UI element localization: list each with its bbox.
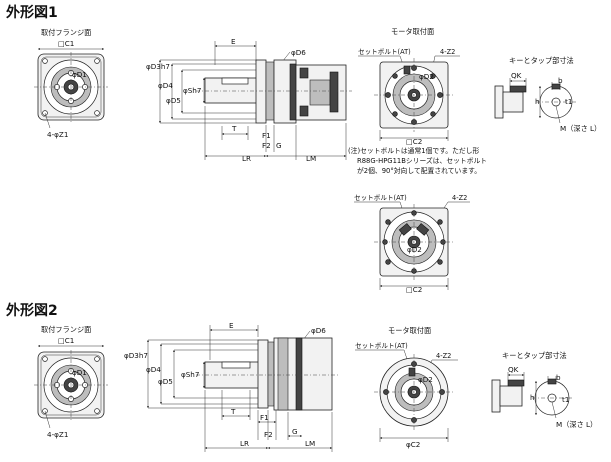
side-t-label: T bbox=[231, 124, 237, 133]
side2-d3h7-label: φD3h7 bbox=[124, 351, 148, 360]
key-t1-label: t1 bbox=[565, 97, 572, 106]
side-e-label: E bbox=[231, 37, 236, 46]
figure1-note: (注)セットボルトは通常1個です。ただし形 R88G-HPG11Bシリーズは、セ… bbox=[348, 146, 487, 175]
figure1-key-view: キーとタップ部寸法 QK b h t1 M（深さ L） bbox=[494, 56, 601, 133]
key2-b-label: b bbox=[556, 373, 561, 382]
figure1-motor-view: モータ取付面 セットボルト(AT) 4-Z2 φD2 □C2 bbox=[358, 27, 460, 146]
flange-z1-label: 4-φZ1 bbox=[47, 130, 68, 139]
motor-alt-c2-label: □C2 bbox=[406, 285, 422, 294]
figure1-motor-view-alt: セットボルト(AT) 4-Z2 φD2 □C2 bbox=[354, 194, 470, 294]
side2-sh7-label: φSh7 bbox=[181, 370, 199, 379]
motor-set-bolt-label: セットボルト(AT) bbox=[358, 48, 411, 56]
key-qk-label: QK bbox=[511, 71, 522, 80]
side-d6-label: φD6 bbox=[291, 48, 306, 57]
side2-g-label: G bbox=[292, 427, 298, 436]
side2-e-label: E bbox=[229, 321, 234, 330]
key-b-label: b bbox=[558, 76, 563, 85]
figure2-flange-view: 取付フランジ面 □C1 φD1 4-φZ1 bbox=[34, 325, 108, 439]
figure2-key-view: キーとタップ部寸法 QK b h t1 M（深さ L） bbox=[491, 351, 597, 429]
figure1-side-view: E φD6 φD3h7 φD4 φD5 φSh7 bbox=[146, 37, 352, 163]
side2-f1-label: F1 bbox=[260, 413, 269, 422]
key2-qk-label: QK bbox=[508, 365, 519, 374]
key-m-label: M（深さ L） bbox=[560, 124, 601, 133]
motor2-caption: モータ取付面 bbox=[388, 326, 431, 335]
motor-z2-label: 4-Z2 bbox=[440, 48, 455, 56]
figure1-flange-view: 取付フランジ面 □C1 φD1 4-φZ1 bbox=[34, 28, 108, 139]
figure2-title: 外形図2 bbox=[6, 302, 58, 319]
key2-t1-label: t1 bbox=[562, 395, 569, 404]
figure2-motor-view: モータ取付面 セットボルト(AT) 4-Z2 φD2 φC2 bbox=[355, 326, 458, 449]
side2-f2-label: F2 bbox=[264, 430, 273, 439]
side-f1-label: F1 bbox=[262, 131, 271, 140]
flange2-caption: 取付フランジ面 bbox=[41, 325, 91, 334]
motor2-c2-label: φC2 bbox=[406, 440, 420, 449]
side-f2-label: F2 bbox=[262, 141, 271, 150]
side-lm-label: LM bbox=[306, 154, 316, 163]
side-g-label: G bbox=[276, 141, 282, 150]
key2-h-label: h bbox=[530, 393, 535, 402]
motor-c2-label: □C2 bbox=[406, 137, 422, 146]
figure2-side-view: E φD6 φD3h7 φD4 φD5 φSh7 T bbox=[124, 321, 338, 452]
flange2-z1-label: 4-φZ1 bbox=[47, 430, 68, 439]
flange-d1-label: φD1 bbox=[72, 70, 87, 79]
side2-d4-label: φD4 bbox=[146, 365, 161, 374]
side-d5-label: φD5 bbox=[166, 96, 181, 105]
side2-lm-label: LM bbox=[305, 439, 315, 448]
side2-d5-label: φD5 bbox=[158, 377, 173, 386]
motor-caption: モータ取付面 bbox=[391, 27, 434, 36]
flange-c1-label: □C1 bbox=[58, 39, 74, 48]
side-lr-label: LR bbox=[242, 154, 251, 163]
figure1-title: 外形図1 bbox=[6, 4, 58, 21]
flange2-c1-label: □C1 bbox=[58, 336, 74, 345]
motor-alt-d2-label: φD2 bbox=[407, 245, 422, 254]
side2-lr-label: LR bbox=[240, 439, 249, 448]
key-caption: キーとタップ部寸法 bbox=[509, 56, 574, 65]
note-line-2: R88G-HPG11Bシリーズは、セットボルト bbox=[357, 156, 487, 165]
key-h-label: h bbox=[535, 97, 540, 106]
key2-m-label: M（深さ L） bbox=[556, 420, 597, 429]
side-sh7-label: φSh7 bbox=[183, 86, 201, 95]
motor-alt-set-bolt-label: セットボルト(AT) bbox=[354, 194, 407, 202]
note-line-3: が2個、90°対向して配置されています。 bbox=[357, 166, 481, 175]
side-d4-label: φD4 bbox=[158, 81, 173, 90]
motor2-z2-label: 4-Z2 bbox=[436, 352, 451, 360]
motor2-d2-label: φD2 bbox=[418, 375, 433, 384]
note-line-1: (注)セットボルトは通常1個です。ただし形 bbox=[348, 146, 479, 155]
key2-caption: キーとタップ部寸法 bbox=[502, 351, 567, 360]
side-d3h7-label: φD3h7 bbox=[146, 62, 170, 71]
flange2-d1-label: φD1 bbox=[72, 368, 87, 377]
motor-d2-label: φD2 bbox=[419, 72, 434, 81]
side2-d6-label: φD6 bbox=[311, 326, 326, 335]
side2-t-label: T bbox=[230, 407, 236, 416]
motor2-set-bolt-label: セットボルト(AT) bbox=[355, 342, 408, 350]
flange-caption: 取付フランジ面 bbox=[41, 28, 91, 37]
motor-alt-z2-label: 4-Z2 bbox=[452, 194, 467, 202]
